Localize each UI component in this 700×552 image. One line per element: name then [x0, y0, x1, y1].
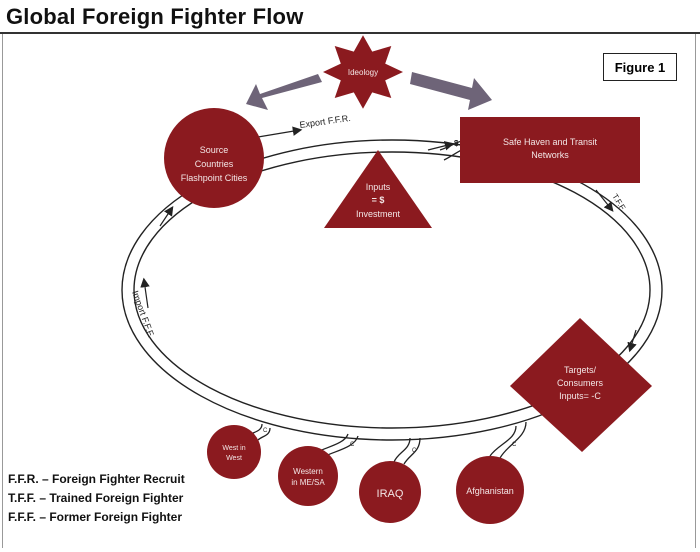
figure-frame — [2, 34, 696, 548]
legend: F.F.R. – Foreign Fighter Recruit T.F.F. … — [8, 470, 185, 527]
dollar-flow-label: $ — [454, 139, 459, 148]
inputs-label-line2: = $ — [372, 195, 385, 205]
source-countries-node: Source Countries Flashpoint Cities — [164, 108, 264, 208]
flow-track — [121, 139, 663, 441]
afghanistan-node: Afghanistan — [456, 456, 524, 524]
iraq-label: IRAQ — [377, 488, 404, 500]
inputs-label-line3: Investment — [356, 209, 401, 219]
import-fff-label: Import F.F.F. — [130, 289, 156, 338]
legend-item-ffr: F.F.R. – Foreign Fighter Recruit — [8, 472, 185, 486]
source-label-line2: Countries — [195, 159, 234, 169]
inputs-investment-node: Inputs = $ Investment — [324, 150, 432, 228]
safe-haven-label-line1: Safe Haven and Transit — [503, 137, 598, 147]
ideology-node: Ideology — [323, 35, 403, 109]
targets-consumers-node: Targets/ Consumers Inputs= -C — [510, 318, 652, 452]
inputs-label-line1: Inputs — [366, 182, 391, 192]
safe-haven-label-line2: Networks — [531, 150, 569, 160]
safe-haven-node: Safe Haven and Transit Networks — [460, 117, 640, 183]
west-label-line2: West — [226, 455, 242, 462]
west-in-west-node: West in West — [207, 425, 261, 479]
legend-item-fff: F.F.F. – Former Foreign Fighter — [8, 510, 183, 524]
targets-label-line2: Consumers — [557, 378, 604, 388]
figure-label: Figure 1 — [603, 53, 677, 81]
page-title: Global Foreign Fighter Flow — [6, 4, 304, 29]
ideology-arrows — [246, 72, 492, 110]
c-label-iraq: C — [412, 448, 417, 454]
source-label-line3: Flashpoint Cities — [181, 173, 248, 183]
iraq-node: IRAQ — [359, 461, 421, 523]
afghanistan-label: Afghanistan — [466, 486, 514, 496]
c-label-western: C — [350, 442, 355, 448]
legend-item-tff: T.F.F. – Trained Foreign Fighter — [8, 491, 184, 505]
western-label-line1: Western — [293, 467, 323, 476]
title-bar: Global Foreign Fighter Flow — [0, 0, 700, 34]
targets-label-line1: Targets/ — [564, 365, 597, 375]
c-label-afghanistan: C — [512, 442, 517, 448]
c-label-west: C — [263, 428, 268, 434]
ideology-label: Ideology — [348, 68, 378, 77]
west-label-line1: West in — [222, 445, 245, 452]
targets-label-line3: Inputs= -C — [559, 391, 601, 401]
flow-direction-arrows — [140, 126, 637, 353]
western-me-sa-node: Western in ME/SA — [278, 446, 338, 506]
export-ffr-label: Export F.F.R. — [299, 113, 351, 130]
tff-label: T.F.F. — [610, 192, 628, 213]
source-label-line1: Source — [200, 145, 229, 155]
western-label-line2: in ME/SA — [291, 478, 325, 487]
